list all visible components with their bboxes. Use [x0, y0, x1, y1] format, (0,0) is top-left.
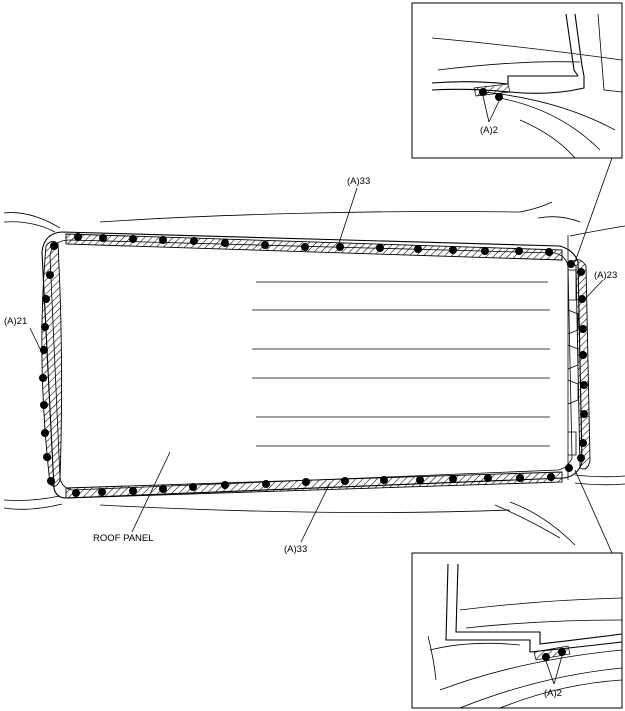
weld-points-top — [74, 233, 553, 256]
weld-points-right — [565, 260, 588, 472]
body-outline-lines — [3, 201, 625, 546]
label-left-seam: (A)21 — [4, 316, 27, 327]
seam-bottom — [65, 471, 563, 499]
label-roof-panel: ROOF PANEL — [93, 533, 154, 544]
seam-top — [65, 233, 563, 261]
label-detail-bottom: (A)2 — [544, 688, 562, 699]
label-detail-top: (A)2 — [480, 125, 498, 136]
leader-lines — [29, 157, 613, 554]
roof-panel-outline — [41, 231, 583, 499]
detail-inset-top: (A)2 — [411, 2, 623, 159]
detail-inset-bottom: (A)2 — [411, 552, 623, 709]
weld-points-left — [39, 242, 58, 485]
label-top-seam: (A)33 — [347, 176, 370, 187]
label-bottom-seam: (A)33 — [284, 544, 307, 555]
roof-ribs — [252, 281, 550, 447]
weld-points-bottom — [72, 473, 555, 497]
label-right-seam: (A)23 — [594, 270, 617, 281]
seam-right — [571, 259, 591, 470]
